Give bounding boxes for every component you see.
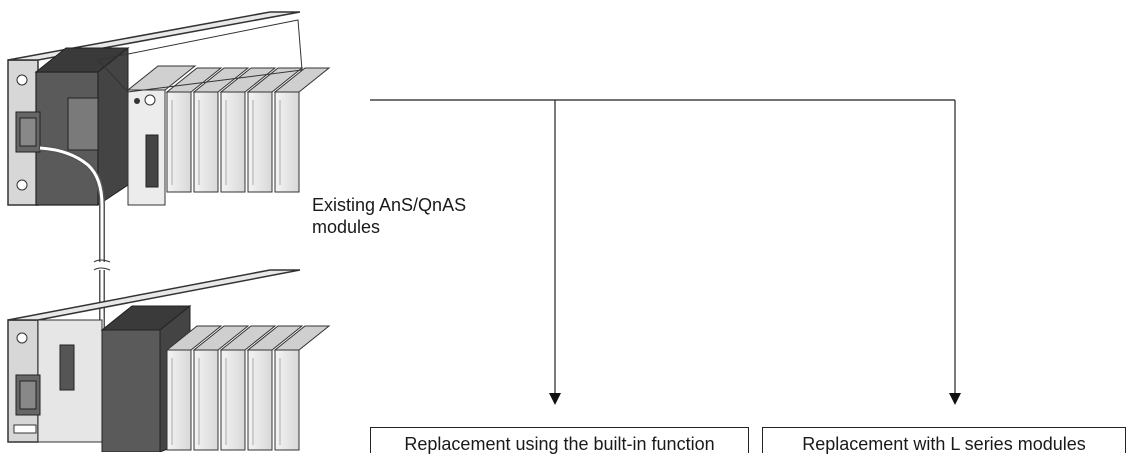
target-label: Replacement with L series modules (802, 434, 1086, 454)
target-box-built-in-function: Replacement using the built-in function (370, 427, 749, 454)
existing-label-line1: Existing AnS/QnAS (312, 195, 467, 215)
arrow-head-left (549, 393, 561, 405)
lower-rack-illustration (7, 269, 331, 452)
arrow-head-right (949, 393, 961, 405)
target-box-l-series: Replacement with L series modules (762, 427, 1126, 454)
target-label: Replacement using the built-in function (404, 434, 715, 454)
existing-modules-label: Existing AnS/QnAS modules (312, 194, 466, 238)
branch-connector (370, 99, 956, 395)
existing-label-line2: modules (312, 217, 381, 237)
upper-rack-illustration (7, 11, 331, 206)
